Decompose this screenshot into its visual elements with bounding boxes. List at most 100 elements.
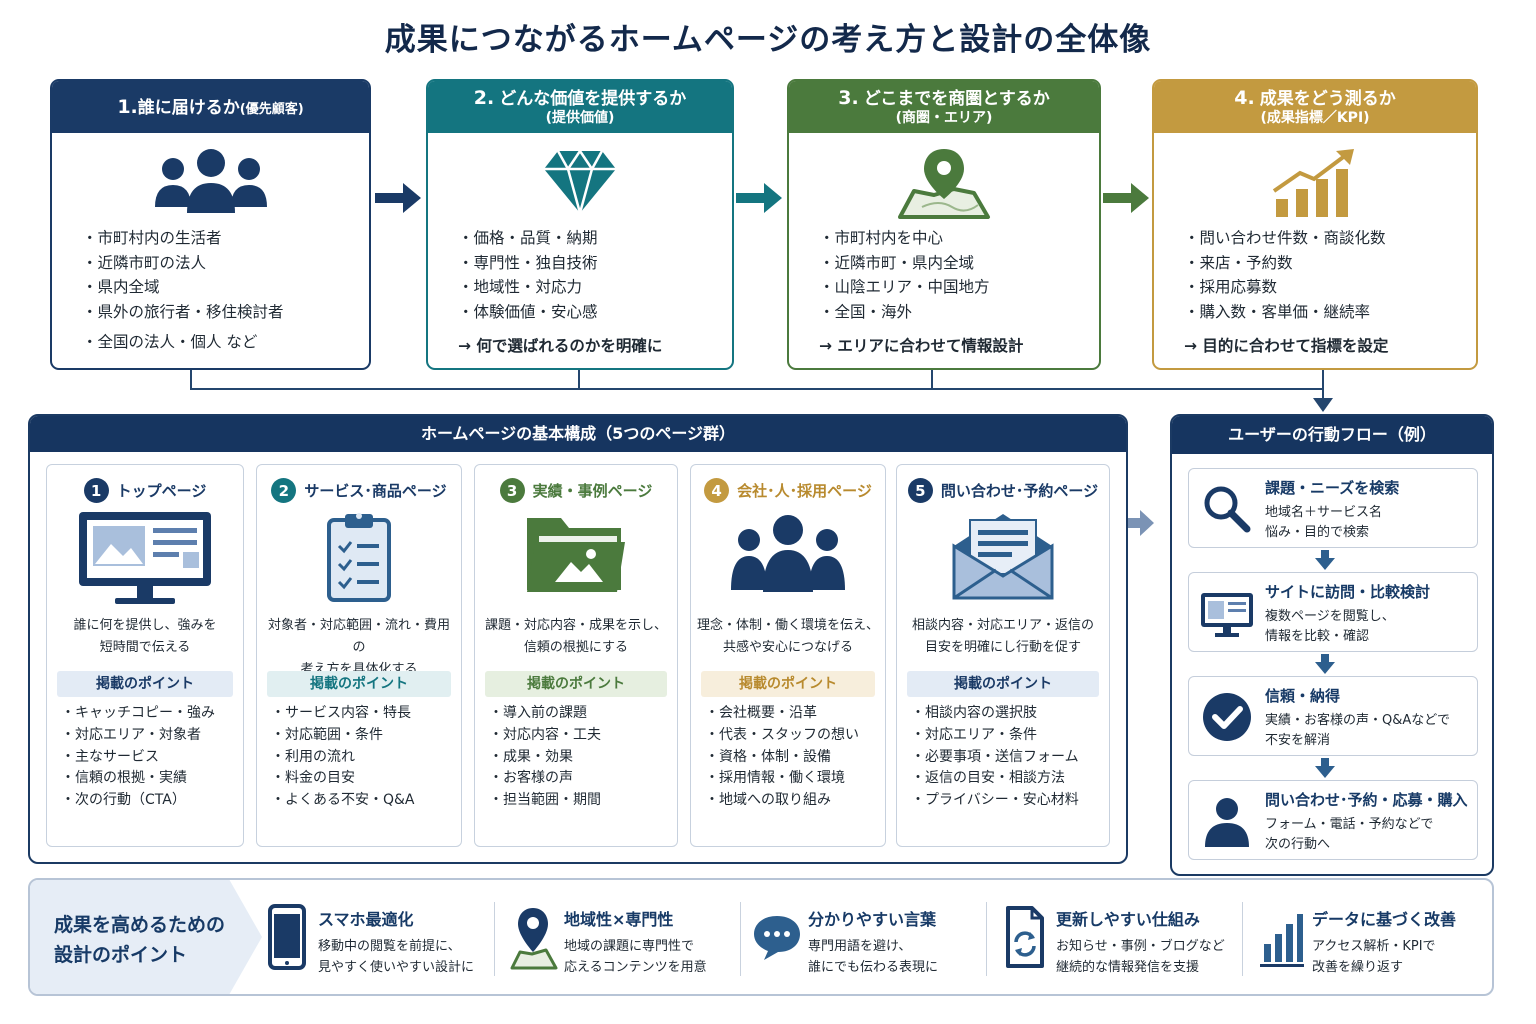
kpi-list: ・問い合わせ件数・商談化数 ・来店・予約数 ・採用応募数 ・購入数・客単価・継続… [1184, 226, 1386, 324]
step-title: 問い合わせ･予約・応募・購入 [1265, 791, 1468, 809]
design-point-language: 分かりやすい言葉 専門用語を避け、誰にでも伝わる表現に [752, 880, 992, 994]
list-item: ・体験価値・安心感 [458, 302, 598, 321]
arrow-right-icon [375, 183, 421, 213]
card-note: → 何で選ばれるのかを明確に [458, 337, 663, 355]
desc-line: アクセス解析・KPIで [1312, 939, 1436, 954]
mail-icon [897, 510, 1109, 610]
step-description: 地域名＋サービス名悩み・目的で検索 [1265, 503, 1382, 543]
number-badge: 2 [271, 478, 297, 503]
point-title: スマホ最適化 [318, 910, 414, 929]
document-refresh-icon [1006, 906, 1044, 968]
point-title: データに基づく改善 [1312, 910, 1457, 929]
design-point-mobile: スマホ最適化 移動中の閲覧を前提に、見やすく使いやすい設計に [262, 880, 502, 994]
desc-line: 継続的な情報発信を支援 [1056, 960, 1200, 975]
list-item: ・必要事項・送信フォーム [911, 748, 1079, 765]
page-name: サービス･商品ページ [304, 482, 447, 500]
desc-line: 情報を比較・確認 [1265, 629, 1370, 644]
desc-line: お知らせ・事例・ブログなど [1056, 939, 1225, 954]
strategy-card-kpi: 4. 成果をどう測るか (成果指標／KPI) ・問い合わせ件数・商談化数 ・来店… [1152, 79, 1478, 370]
list-item: ・信頼の根拠・実績 [61, 770, 187, 787]
people-icon [691, 510, 885, 610]
card-subheading: (優先顧客) [239, 101, 304, 117]
map-pin-icon [789, 147, 1099, 231]
card-heading: どこまでを商圏とするか [863, 89, 1050, 110]
page-description: 誰に何を提供し、強みを短時間で伝える [53, 615, 237, 659]
page-card-top: 1 トップページ 誰に何を提供し、強みを短時間で伝える 掲載のポイント ・キャッ… [46, 464, 244, 847]
number-badge: 3 [499, 478, 525, 503]
list-item: ・採用応募数 [1184, 278, 1278, 296]
connector-line [1322, 370, 1324, 404]
user-flow-panel: ユーザーの行動フロー（例） 課題・ニーズを検索 地域名＋サービス名悩み・目的で検… [1170, 414, 1494, 876]
page-description: 理念・体制・働く環境を伝え、共感や安心につなげる [697, 615, 879, 659]
page-name: 問い合わせ･予約ページ [940, 482, 1099, 500]
user-icon [1205, 798, 1249, 847]
desc-line: 実績・お客様の声・Q&Aなどで [1265, 713, 1451, 728]
arrow-down-icon [1315, 550, 1335, 570]
card-number: 3. [838, 87, 859, 110]
divider [494, 902, 495, 976]
basic-structure-panel: ホームページの基本構成（5つのページ群） 1 トップページ 誰に何を提供し、強み… [28, 414, 1128, 864]
card-heading: 成果をどう測るか [1259, 89, 1396, 110]
list-item: ・採用情報・働く環境 [705, 770, 845, 787]
desc-line: 短時間で伝える [99, 640, 191, 655]
check-circle-icon [1203, 693, 1251, 741]
page-card-title: 2 サービス･商品ページ [257, 478, 461, 503]
connector-line [190, 388, 1324, 390]
step-description: 複数ページを閲覧し、情報を比較・確認 [1265, 607, 1395, 647]
card-header: 2. どんな価値を提供するか (提供価値) [428, 81, 732, 133]
point-label: 掲載のポイント [485, 671, 667, 697]
list-item: ・専門性・独自技術 [458, 253, 598, 272]
list-item: ・市町村内を中心 [819, 229, 944, 247]
flow-step-contact: 問い合わせ･予約・応募・購入 フォーム・電話・予約などで次の行動へ [1188, 780, 1478, 860]
people-icon [52, 147, 369, 231]
list-item: ・対応エリア・条件 [911, 726, 1037, 743]
arrow-right-icon [1128, 510, 1154, 536]
card-heading: 誰に届けるか [137, 97, 240, 118]
list-item: ・成果・効果 [489, 748, 573, 765]
page-title: 成果につながるホームページの考え方と設計の全体像 [384, 22, 1152, 58]
desc-line: 地域名＋サービス名 [1265, 505, 1383, 520]
point-label: 掲載のポイント [57, 671, 233, 697]
point-description: お知らせ・事例・ブログなど継続的な情報発信を支援 [1056, 936, 1225, 978]
list-item: ・全国・海外 [819, 302, 913, 321]
page-card-title: 1 トップページ [47, 478, 243, 503]
smartphone-icon [268, 904, 306, 970]
desc-line: 悩み・目的で検索 [1265, 525, 1370, 540]
clipboard-icon [257, 510, 461, 610]
list-item: ・全国の法人・個人 など [82, 333, 258, 351]
desc-line: 専門用語を避け、 [808, 939, 912, 954]
step-title: 課題・ニーズを検索 [1265, 479, 1400, 497]
page-card-title: 5 問い合わせ･予約ページ [897, 478, 1109, 503]
strategy-card-target: 1.誰に届けるか(優先顧客) ・市町村内の生活者 ・近隣市町の法人 ・県内全域 … [50, 79, 371, 370]
card-note: → 目的に合わせて指標を設定 [1184, 337, 1389, 355]
card-number: 4. [1234, 87, 1255, 110]
connector-line [578, 370, 580, 390]
map-pin-icon [510, 908, 558, 970]
page-description: 相談内容・対応エリア・返信の目安を明確にし行動を促す [903, 615, 1103, 659]
list-item: ・対応エリア・対象者 [61, 726, 201, 743]
point-description: アクセス解析・KPIで改善を繰り返す [1312, 936, 1436, 978]
card-header: 3. どこまでを商圏とするか (商圏・エリア) [789, 81, 1099, 133]
point-title: 分かりやすい言葉 [808, 910, 937, 929]
list-item: ・利用の流れ [271, 748, 355, 765]
list-item: ・会社概要・沿革 [705, 705, 817, 721]
list-item: ・プライバシー・安心材料 [911, 792, 1079, 809]
desc-line: 理念・体制・働く環境を伝え、 [697, 618, 880, 633]
list-item: ・対応内容・工夫 [489, 726, 601, 743]
point-label: 掲載のポイント [701, 671, 875, 697]
list-item: ・次の行動（CTA） [61, 792, 186, 809]
list-item: ・地域性・対応力 [458, 278, 583, 296]
list-item: ・近隣市町・県内全域 [819, 253, 975, 272]
step-description: フォーム・電話・予約などで次の行動へ [1265, 815, 1433, 855]
page-card-cases: 3 実績・事例ページ 課題・対応内容・成果を示し、信頼の根拠にする 掲載のポイン… [474, 464, 678, 847]
desc-line: 対象者・対応範囲・流れ・費用の [267, 618, 450, 655]
list-item: ・よくある不安・Q&A [271, 792, 415, 809]
desc-line: 共感や安心につなげる [722, 640, 853, 655]
growth-chart-icon [1154, 147, 1476, 231]
list-item: ・県外の旅行者・移住検討者 [82, 302, 284, 321]
desc-line: 地域の課題に専門性で [564, 939, 695, 954]
desc-line: 誰にでも伝わる表現に [808, 960, 939, 975]
connector-line [190, 370, 192, 390]
card-subheading: (商圏・エリア) [895, 110, 993, 126]
search-icon [1204, 486, 1251, 533]
